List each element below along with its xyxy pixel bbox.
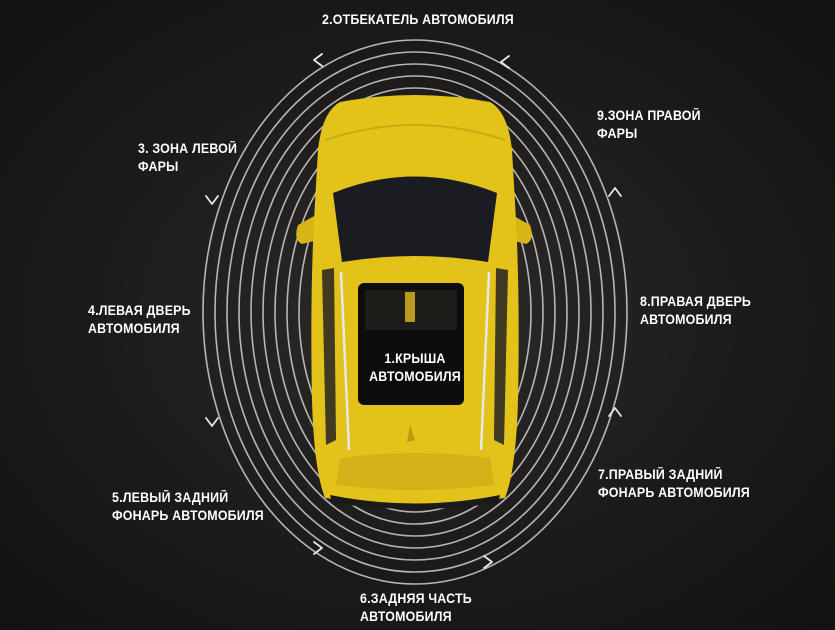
arrow-chevron-icon [313,53,323,67]
label-line: АВТОМОБИЛЯ [640,312,732,327]
label-line: 1.КРЫША [384,351,446,366]
label-roof: 1.КРЫША АВТОМОБИЛЯ [369,350,461,386]
label-line: АВТОМОБИЛЯ [360,609,452,624]
car-top-view [296,95,532,509]
ring [202,39,628,585]
label-right-headlight: 9.ЗОНА ПРАВОЙ ФАРЫ [597,107,701,143]
arrow-chevron-icon [608,407,622,417]
arrow-chevron-icon [205,417,219,427]
label-line: АВТОМОБИЛЯ [369,369,461,384]
label-line: 3. ЗОНА ЛЕВОЙ [138,141,238,156]
windshield [333,176,497,262]
label-line: 8.ПРАВАЯ ДВЕРЬ [640,294,752,309]
ring [226,63,604,561]
label-line: 6.ЗАДНЯЯ ЧАСТЬ [360,591,472,606]
arrow-chevron-icon [500,55,510,69]
arrow-chevron-icon [608,187,622,197]
label-left-door: 4.ЛЕВАЯ ДВЕРЬ АВТОМОБИЛЯ [88,302,191,338]
label-line: ФОНАРЬ АВТОМОБИЛЯ [598,485,750,500]
label-line: 2.ОТБЕКАТЕЛЬ АВТОМОБИЛЯ [322,12,514,27]
label-left-taillight: 5.ЛЕВЫЙ ЗАДНИЙ ФОНАРЬ АВТОМОБИЛЯ [112,489,264,525]
label-right-door: 8.ПРАВАЯ ДВЕРЬ АВТОМОБИЛЯ [640,293,751,329]
label-line: 4.ЛЕВАЯ ДВЕРЬ [88,303,191,318]
label-line: ФОНАРЬ АВТОМОБИЛЯ [112,508,264,523]
arrow-chevron-icon [313,541,323,555]
label-line: АВТОМОБИЛЯ [88,321,180,336]
left-mirror [296,215,318,244]
label-fender: 2.ОТБЕКАТЕЛЬ АВТОМОБИЛЯ [322,11,514,29]
label-line: 5.ЛЕВЫЙ ЗАДНИЙ [112,490,229,505]
ring [238,75,592,549]
arrow-chevron-icon [205,195,219,205]
ring [250,87,580,537]
label-line: ФАРЫ [597,126,638,141]
label-rear: 6.ЗАДНЯЯ ЧАСТЬ АВТОМОБИЛЯ [360,590,472,626]
ring [214,51,616,573]
label-right-taillight: 7.ПРАВЫЙ ЗАДНИЙ ФОНАРЬ АВТОМОБИЛЯ [598,466,750,502]
label-line: 7.ПРАВЫЙ ЗАДНИЙ [598,467,723,482]
direction-arrows [205,53,622,569]
arrow-chevron-icon [483,555,493,569]
label-left-headlight: 3. ЗОНА ЛЕВОЙ ФАРЫ [138,140,237,176]
label-line: 9.ЗОНА ПРАВОЙ [597,108,701,123]
label-line: ФАРЫ [138,159,179,174]
